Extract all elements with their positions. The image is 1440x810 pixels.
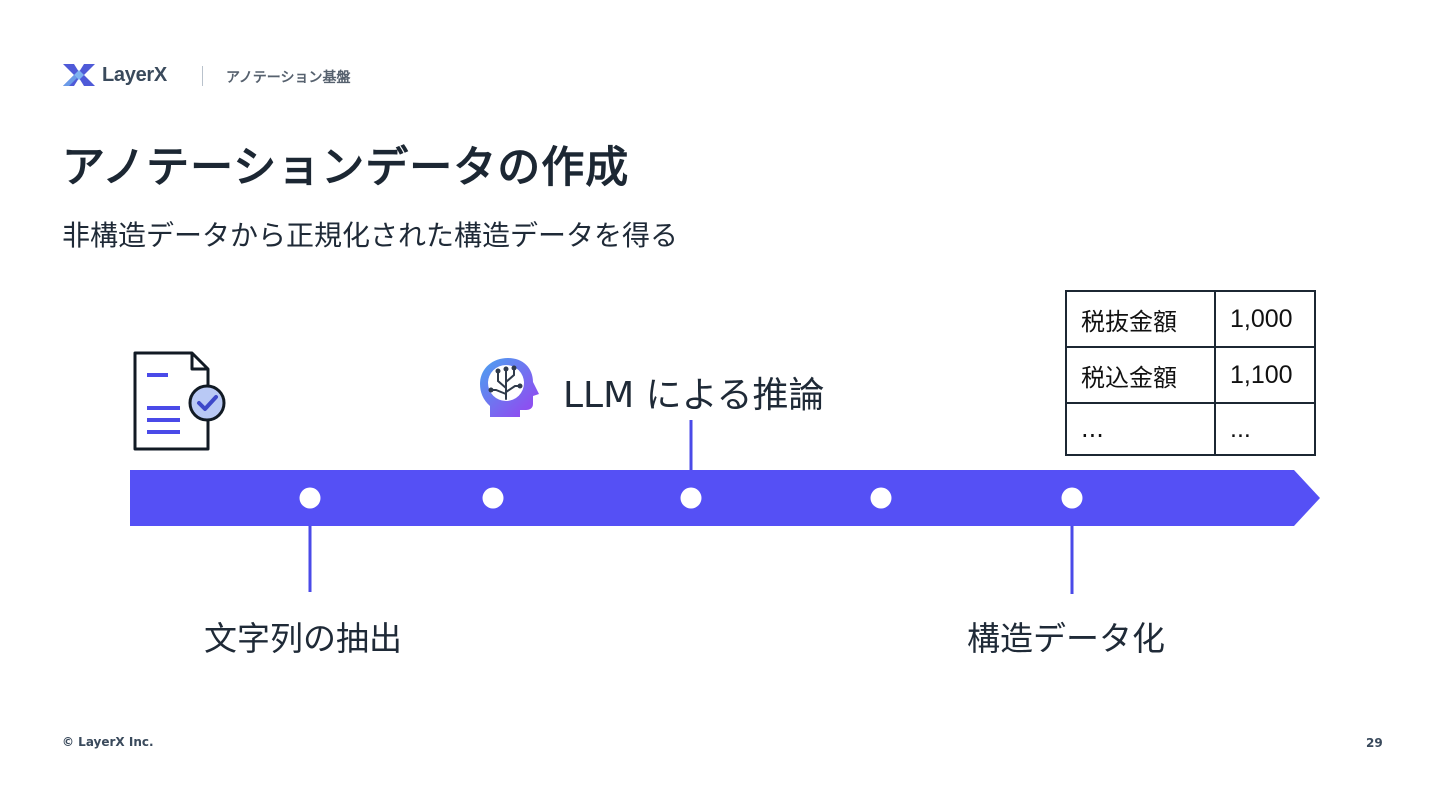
table-row: 税込金額 1,100	[1065, 346, 1316, 404]
table-key-cell: 税抜金額	[1065, 290, 1216, 348]
document-check-icon	[133, 351, 226, 451]
brand-logo: LayerX	[62, 61, 167, 89]
section-name: アノテーション基盤	[226, 70, 351, 86]
table-row: 税抜金額 1,000	[1065, 290, 1316, 348]
structure-step-label: 構造データ化	[967, 619, 1165, 658]
timeline-dot	[870, 487, 892, 509]
timeline-dot	[299, 487, 321, 509]
timeline-arrow-bar	[130, 470, 1320, 526]
table-value-cell: 1,100	[1214, 346, 1316, 404]
page-title: アノテーションデータの作成	[62, 143, 630, 193]
table-value-cell: ...	[1214, 402, 1316, 456]
extract-step-label: 文字列の抽出	[204, 619, 402, 658]
timeline-dot	[1061, 487, 1083, 509]
table-key-cell: ...	[1065, 402, 1216, 456]
timeline-dot	[482, 487, 504, 509]
table-value-cell: 1,000	[1214, 290, 1316, 348]
page-subtitle: 非構造データから正規化された構造データを得る	[62, 219, 679, 252]
table-row: ... ...	[1065, 402, 1316, 456]
brand-name: LayerX	[102, 63, 167, 86]
footer-copyright: © LayerX Inc.	[62, 735, 154, 749]
ai-head-icon	[480, 358, 539, 417]
llm-inference-label: LLM による推論	[563, 375, 825, 416]
structured-data-table: 税抜金額 1,000 税込金額 1,100 ... ...	[1065, 290, 1316, 456]
table-key-cell: 税込金額	[1065, 346, 1216, 404]
layerx-logo-icon	[63, 64, 95, 86]
header-divider	[202, 66, 203, 86]
timeline-dot	[680, 487, 702, 509]
page-number: 29	[1366, 736, 1383, 750]
